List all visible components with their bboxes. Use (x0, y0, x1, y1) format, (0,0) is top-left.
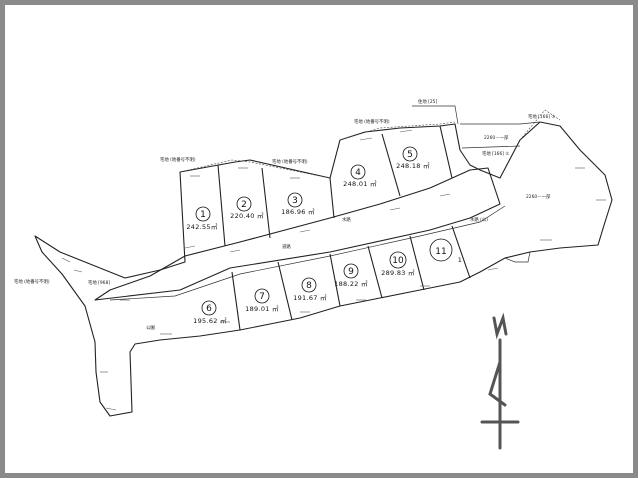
north-fence-line (179, 159, 331, 179)
lot-divider-7-8 (277, 261, 293, 321)
label-parcel-2260-b: 2260－一部 (526, 193, 551, 200)
lot-1-number: 1 (200, 210, 206, 220)
label-kouen: 公園 (146, 325, 155, 331)
lot-1-area: 242.55㎡ (186, 222, 218, 231)
lot-2-area: 220.40 ㎡ (230, 211, 264, 220)
lot-8-circle (301, 277, 317, 293)
lot-4-number: 4 (355, 168, 361, 178)
lot-4-circle (350, 164, 366, 180)
lot-2-circle (236, 196, 252, 212)
lot-divider-11-end (451, 225, 471, 279)
lot-divider-10-11 (409, 235, 425, 291)
lot-6-circle (201, 300, 217, 316)
lot-2-number: 2 (241, 200, 247, 210)
lot-10-circle (389, 251, 407, 269)
lot-3: 3 186.96 ㎡ (281, 196, 315, 216)
east-parcel-line (460, 121, 541, 125)
label-sewer: 水路 (公) (470, 216, 488, 223)
lot-6-area: 195.62 ㎡ (193, 316, 227, 325)
lot-5: 5 248.18 ㎡ (396, 150, 430, 170)
top-parcel-line (412, 105, 459, 125)
lot-5-area: 248.18 ㎡ (396, 161, 430, 170)
lot-divider-9-10 (367, 245, 383, 299)
lot-9-circle (343, 263, 359, 279)
access-road (94, 167, 501, 301)
lot-7-area: 189.01 ㎡ (245, 304, 279, 313)
label-parcel-968: 宅地 [968] (88, 279, 110, 286)
north-arrow-icon (480, 312, 520, 450)
label-adj-3: 宅地 (地番号不明) (354, 118, 390, 125)
lot-divider-1-2 (217, 164, 226, 247)
lot-divider-6-7 (231, 271, 241, 331)
lot-divider-5-end (439, 125, 453, 179)
lot-9: 9 188.22 ㎡ (334, 267, 368, 288)
lot-2: 2 220.40 ㎡ (230, 200, 264, 220)
lot-10-number: 10 (392, 256, 404, 266)
east-parcel-line-2 (461, 145, 521, 149)
lot-7: 7 189.01 ㎡ (245, 292, 279, 313)
lot-9-number: 9 (348, 267, 354, 277)
lot-3-area: 186.96 ㎡ (281, 207, 315, 216)
lot-5-number: 5 (407, 150, 413, 160)
label-parcel-166-a: 宅地 [166] ① (528, 113, 555, 120)
lot-divider-8-9 (329, 253, 341, 307)
subdivision-outer-boundary (34, 121, 613, 417)
lot-1: 1 242.55㎡ (186, 210, 218, 231)
lot-10: 10 289.83 ㎡ (381, 256, 415, 277)
lot-11: 11 1 (429, 238, 462, 264)
east-dashed-line (519, 109, 561, 141)
lot-8-area: 191.67 ㎡ (293, 293, 327, 302)
label-water: 水路 (342, 216, 351, 223)
north-fence-line-2 (339, 121, 456, 141)
lot-4-area: 248.01 ㎡ (343, 179, 377, 188)
lot-divider-3-4 (329, 177, 335, 219)
label-road: 道路 (282, 243, 291, 250)
lot-11-number: 11 (435, 247, 446, 257)
lot-9-area: 188.22 ㎡ (334, 279, 368, 288)
label-adj-2: 宅地 (地番号不明) (272, 158, 308, 165)
lot-5-circle (402, 146, 418, 162)
east-small-lot (504, 251, 531, 263)
label-parcel-166-b: 宅地 [166] ② (482, 150, 509, 157)
label-adj-1: 宅地 (地番号不明) (160, 156, 196, 163)
label-parcel-2260: 2260－一部 (484, 134, 509, 141)
label-residential-top: 住地 [25] (418, 98, 437, 105)
lot-7-number: 7 (259, 292, 265, 302)
lot-11-marker (429, 238, 453, 262)
lot-10-area: 289.83 ㎡ (381, 268, 415, 277)
lot-7-circle (254, 288, 270, 304)
lot-1-circle (195, 206, 211, 222)
lot-8: 8 191.67 ㎡ (293, 281, 327, 302)
lot-6-number: 6 (206, 304, 212, 314)
dimension-ticks (61, 129, 606, 411)
lot-divider-2-3 (261, 167, 271, 239)
lot-8-number: 8 (306, 281, 312, 291)
label-adj-4: 宅地 (地番号不明) (14, 278, 50, 285)
lot-3-number: 3 (292, 196, 298, 206)
lot-6: 6 195.62 ㎡ (193, 304, 227, 325)
lot-11-area: 1 (458, 256, 462, 264)
lot-4: 4 248.01 ㎡ (343, 168, 377, 188)
lot-divider-4-5 (381, 133, 401, 197)
lot-3-circle (287, 192, 303, 208)
